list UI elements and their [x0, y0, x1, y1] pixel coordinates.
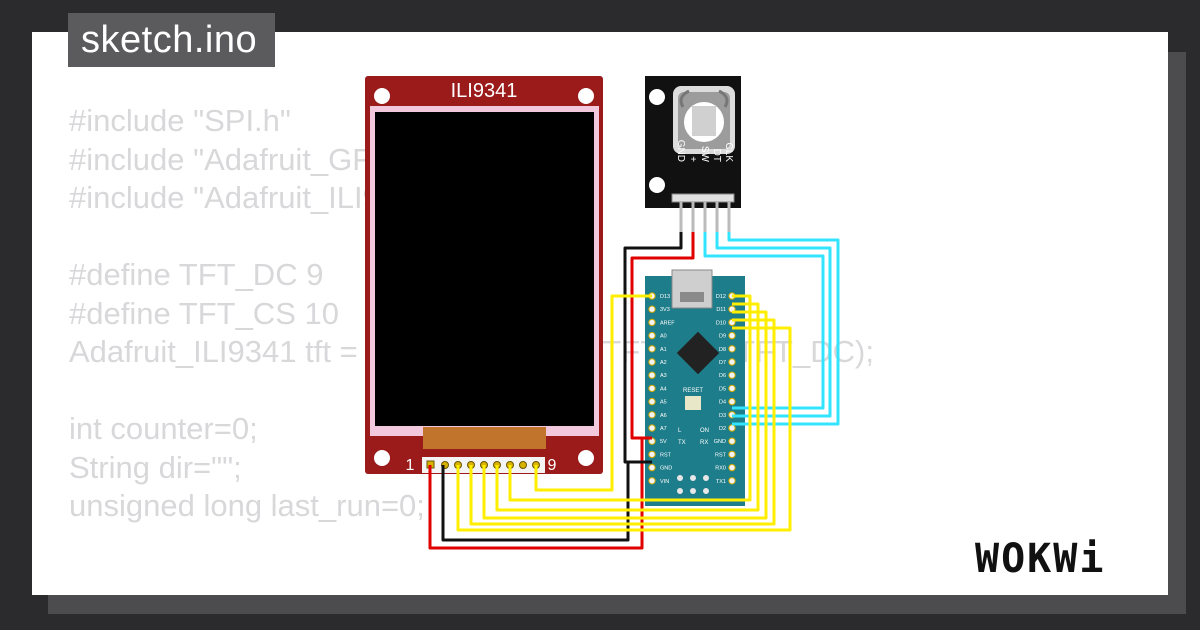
- header-pin-label: RST: [660, 452, 672, 458]
- header-pin-label: D10: [716, 320, 726, 326]
- wires: [428, 232, 840, 550]
- header-pin-label: D7: [719, 360, 726, 366]
- header-pin-label: D4: [719, 400, 726, 406]
- code-line: #define TFT_DC 9: [69, 257, 324, 292]
- header-pin-label: A0: [660, 334, 667, 340]
- header-pin[interactable]: [728, 437, 736, 445]
- header-pin-label: D9: [719, 334, 726, 340]
- led-label-rx: RX: [700, 440, 708, 446]
- header-pin-label: D11: [716, 307, 726, 313]
- display-pin-first-label: 1: [406, 457, 415, 474]
- header-pin[interactable]: [648, 358, 656, 366]
- display-label: ILI9341: [451, 80, 518, 102]
- header-pin[interactable]: [648, 384, 656, 393]
- header-pin[interactable]: [648, 331, 656, 340]
- file-tab[interactable]: sketch.ino: [68, 13, 276, 67]
- header-pin-label: RX0: [715, 466, 726, 472]
- header-pin-label: RST: [715, 452, 727, 458]
- header-pin[interactable]: [728, 371, 736, 379]
- wire-black-display: [441, 460, 652, 542]
- header-pin-label: A5: [660, 400, 667, 406]
- header-pin[interactable]: [648, 463, 656, 472]
- header-pin[interactable]: [648, 397, 656, 406]
- header-pin-label: D6: [719, 373, 726, 379]
- header-pin-label: D13: [660, 294, 670, 300]
- encoder-pin-gnd: GND: [675, 140, 686, 162]
- header-pin[interactable]: [728, 463, 736, 472]
- led-label-l: L: [678, 428, 682, 434]
- encoder-pin-dt: DT: [711, 149, 722, 162]
- header-pin-label: A6: [660, 413, 667, 419]
- encoder-pin-clk: CLK: [723, 143, 734, 163]
- wire-yellow-cs: [482, 310, 768, 520]
- header-pin-label: D12: [716, 294, 726, 300]
- header-pin[interactable]: [728, 477, 736, 485]
- ili9341-display[interactable]: ILI9341 1 9: [365, 76, 603, 474]
- code-line: #include "SPI.h": [69, 103, 291, 138]
- header-pin[interactable]: [728, 358, 736, 366]
- header-pin-label: 3V3: [660, 307, 670, 313]
- header-pin[interactable]: [648, 305, 656, 313]
- header-pin[interactable]: [728, 345, 736, 353]
- wire-cyan-clk: [727, 232, 840, 426]
- header-pin-label: GND: [660, 466, 672, 472]
- encoder-pin-plus: +: [687, 156, 698, 162]
- wokwi-logo: WOKWi: [975, 536, 1106, 582]
- wire-cyan-sw: [703, 232, 825, 410]
- header-pin[interactable]: [648, 424, 656, 432]
- header-pin-label: AREF: [660, 320, 675, 326]
- header-pin[interactable]: [648, 411, 656, 419]
- wire-yellow-rst: [456, 326, 792, 532]
- display-screen: [375, 112, 594, 426]
- header-pin-label: D3: [719, 413, 726, 419]
- wire-red-encoder: [630, 232, 695, 440]
- header-pin[interactable]: [648, 371, 656, 379]
- code-editor: #include "SPI.h"#include "Adafruit_GFX.h…: [69, 102, 874, 526]
- header-pin-label: TX1: [716, 479, 726, 485]
- header-pin[interactable]: [728, 424, 736, 432]
- header-pin[interactable]: [728, 384, 736, 393]
- wire-yellow-dc: [469, 318, 776, 526]
- header-pin[interactable]: [648, 477, 656, 485]
- header-pin-label: D8: [719, 347, 726, 353]
- header-pin-label: A3: [660, 373, 667, 379]
- code-line: unsigned long last_run=0;: [69, 488, 425, 523]
- wire-cyan-dt: [715, 232, 832, 418]
- rotary-encoder[interactable]: CLK DT SW + GND: [645, 76, 741, 232]
- header-pin-label: A1: [660, 347, 667, 353]
- header-pin[interactable]: [728, 397, 736, 406]
- header-pin-label: A2: [660, 360, 667, 366]
- header-pin-label: 5V: [660, 439, 667, 445]
- code-line: String dir="";: [69, 449, 242, 485]
- display-pin-last-label: 9: [548, 457, 557, 474]
- header-pin-label: D5: [719, 386, 726, 392]
- code-line: int counter=0;: [69, 411, 258, 446]
- header-pin-label: A4: [660, 386, 667, 392]
- encoder-pin-sw: SW: [699, 146, 710, 163]
- wire-yellow-sck: [534, 294, 652, 492]
- header-pin[interactable]: [648, 450, 656, 459]
- header-pin[interactable]: [648, 345, 656, 353]
- header-pin-label: D2: [719, 426, 726, 432]
- header-pin-label: GND: [714, 439, 726, 445]
- led-label-tx: TX: [678, 440, 686, 446]
- led-label-on: ON: [700, 428, 709, 434]
- wire-yellow-mosi: [495, 302, 760, 512]
- wire-red-display: [428, 436, 652, 550]
- header-pin-label: A7: [660, 426, 667, 432]
- reset-label: RESET: [683, 388, 703, 394]
- reset-button[interactable]: [685, 396, 701, 410]
- header-pin[interactable]: [728, 450, 736, 459]
- wire-yellow-miso: [508, 294, 752, 502]
- header-pin[interactable]: [648, 318, 656, 327]
- usb-connector: [671, 269, 713, 309]
- code-line: #define TFT_CS 10: [69, 295, 339, 331]
- header-pin-label: VIN: [660, 479, 669, 485]
- header-pin[interactable]: [728, 331, 736, 340]
